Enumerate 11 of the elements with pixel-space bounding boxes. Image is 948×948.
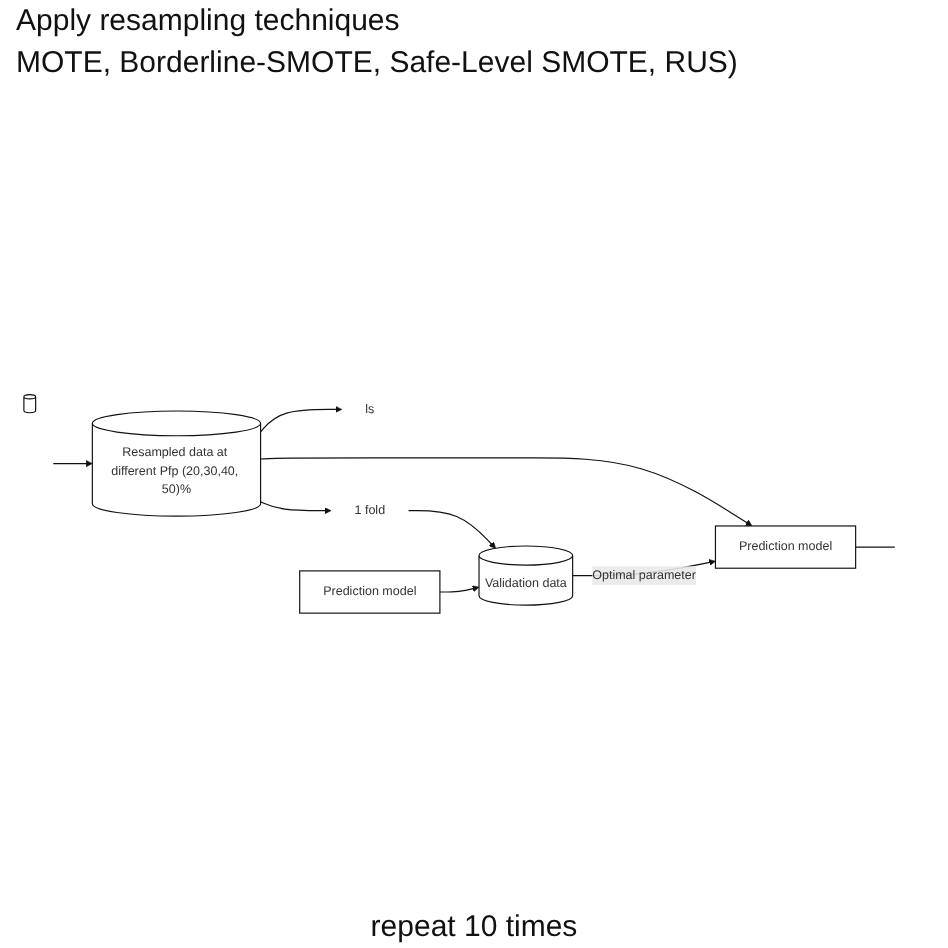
arrow [408, 510, 496, 549]
arrow [439, 585, 480, 593]
note-text: MOTE, Borderline-SMOTE, Safe-Level SMOTE, RUS) [14, 44, 740, 84]
arrow [260, 406, 343, 433]
arrow [260, 457, 753, 527]
note-text: repeat 10 times [368, 908, 580, 948]
arrow [52, 460, 93, 468]
connector [855, 546, 896, 548]
arrow [260, 501, 332, 515]
note-text: Apply resampling techniques [14, 2, 402, 42]
node-cylinder [23, 394, 37, 414]
